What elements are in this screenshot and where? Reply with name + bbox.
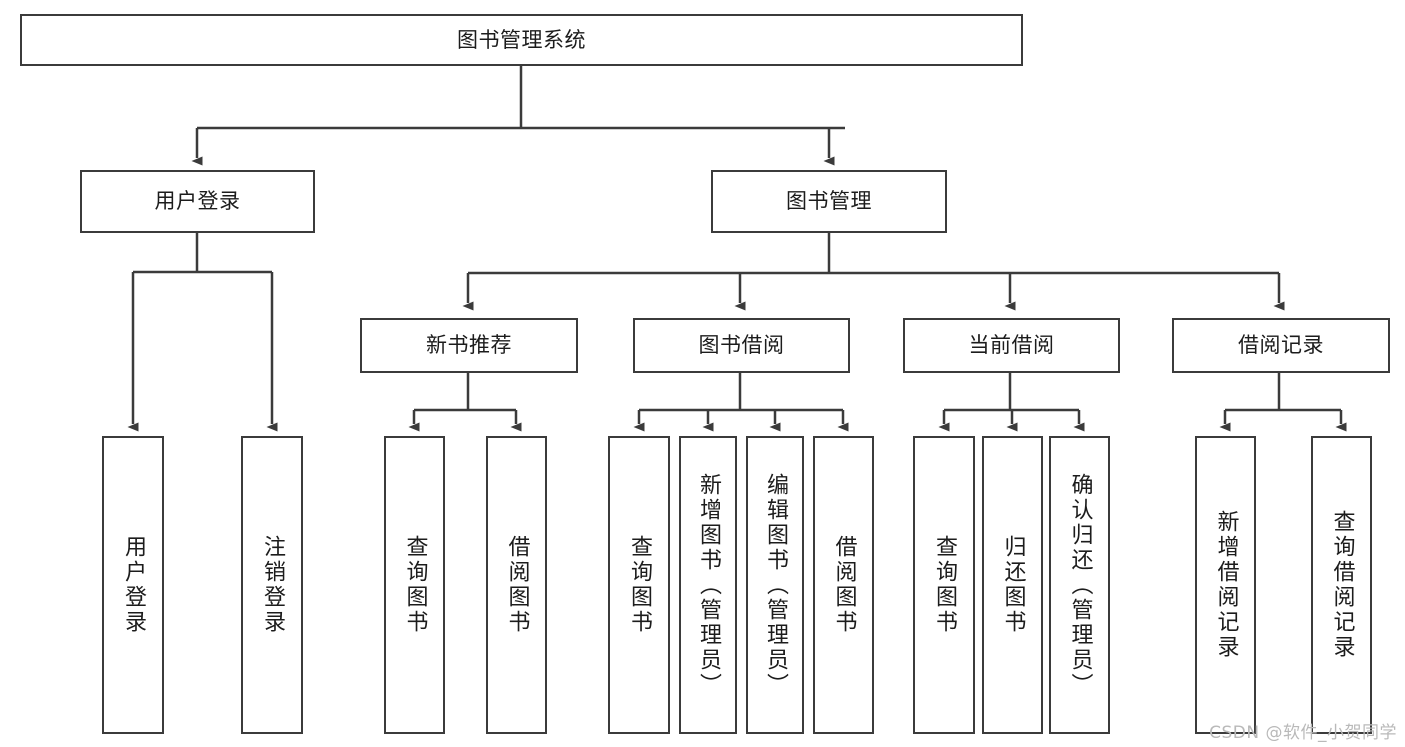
leaf-borrow-edit-book-admin[interactable]: 编辑图书（管理员） [746, 436, 804, 734]
node-label: 图书管理 [786, 189, 872, 214]
leaf-records-add-record[interactable]: 新增借阅记录 [1195, 436, 1256, 734]
leaf-new-book-query[interactable]: 查询图书 [384, 436, 445, 734]
leaf-user-login-signin[interactable]: 用户登录 [102, 436, 164, 734]
node-label: 查询图书 [402, 535, 428, 635]
watermark-text: CSDN @软件_小贺同学 [1209, 723, 1397, 743]
node-label: 查询图书 [627, 535, 652, 635]
node-current-borrow[interactable]: 当前借阅 [903, 318, 1120, 373]
leaf-current-confirm-return-admin[interactable]: 确认归还（管理员） [1049, 436, 1110, 734]
node-label: 当前借阅 [968, 333, 1055, 358]
node-label: 注销登录 [260, 535, 285, 635]
node-label: 归还图书 [1000, 535, 1026, 635]
node-new-book-recommend[interactable]: 新书推荐 [360, 318, 578, 373]
node-root-system[interactable]: 图书管理系统 [20, 14, 1023, 66]
node-label: 新书推荐 [426, 333, 512, 358]
node-label: 借阅图书 [831, 535, 857, 635]
node-label: 编辑图书（管理员） [763, 472, 788, 698]
node-book-management[interactable]: 图书管理 [711, 170, 947, 233]
node-label: 图书管理系统 [457, 27, 586, 52]
node-borrow-records[interactable]: 借阅记录 [1172, 318, 1390, 373]
node-label: 确认归还（管理员） [1067, 472, 1093, 698]
leaf-user-login-logout[interactable]: 注销登录 [241, 436, 303, 734]
node-label: 借阅图书 [504, 535, 530, 635]
leaf-borrow-query-book[interactable]: 查询图书 [608, 436, 670, 734]
node-user-login[interactable]: 用户登录 [80, 170, 315, 233]
node-label: 新增借阅记录 [1213, 510, 1239, 660]
node-label: 新增图书（管理员） [696, 472, 721, 698]
node-label: 借阅记录 [1238, 333, 1324, 358]
leaf-borrow-borrow-book[interactable]: 借阅图书 [813, 436, 874, 734]
node-book-borrow[interactable]: 图书借阅 [633, 318, 850, 373]
node-label: 图书借阅 [698, 333, 785, 358]
node-label: 查询图书 [932, 535, 957, 635]
leaf-current-return-book[interactable]: 归还图书 [982, 436, 1043, 734]
leaf-new-book-borrow[interactable]: 借阅图书 [486, 436, 547, 734]
leaf-borrow-add-book-admin[interactable]: 新增图书（管理员） [679, 436, 737, 734]
leaf-current-query-book[interactable]: 查询图书 [913, 436, 975, 734]
leaf-records-query-record[interactable]: 查询借阅记录 [1311, 436, 1372, 734]
node-label: 用户登录 [121, 535, 146, 635]
node-label: 查询借阅记录 [1329, 510, 1355, 660]
node-label: 用户登录 [154, 189, 241, 214]
